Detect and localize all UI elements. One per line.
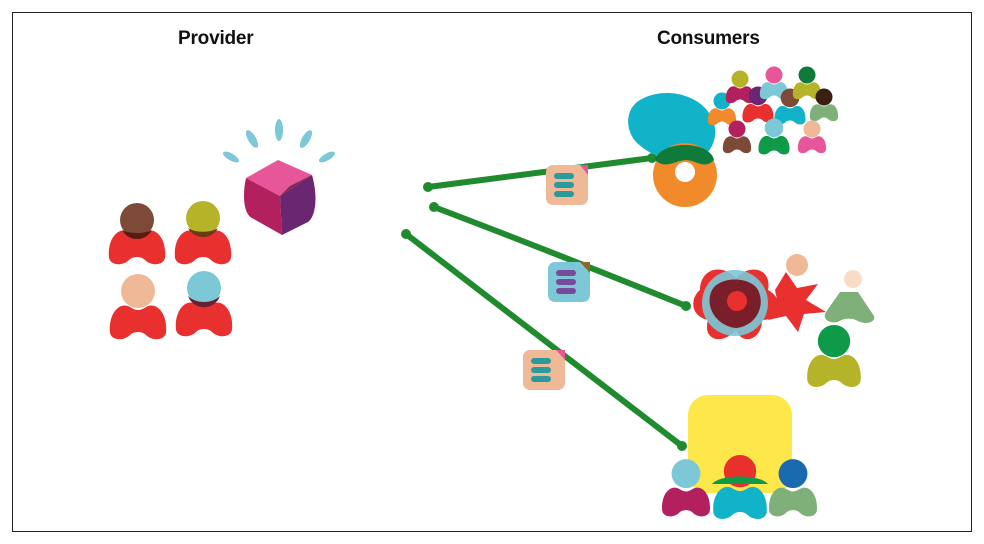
link-to-bottom-group bbox=[403, 231, 685, 449]
link-to-top-group bbox=[425, 155, 655, 190]
link-to-middle-group bbox=[431, 204, 689, 309]
person-icon bbox=[175, 271, 233, 337]
consumer-group-middle bbox=[693, 254, 875, 387]
consumers-heading: Consumers bbox=[657, 28, 760, 49]
provider-heading: Provider bbox=[178, 28, 254, 49]
message-card-icon bbox=[546, 165, 588, 205]
diagram-frame bbox=[12, 12, 972, 532]
person-icon bbox=[109, 274, 167, 340]
consumer-group-bottom bbox=[662, 395, 817, 519]
provider-people bbox=[108, 201, 233, 340]
message-card-icon bbox=[523, 350, 565, 390]
consumer-crowd bbox=[707, 66, 839, 155]
consumer-group-top bbox=[628, 66, 839, 207]
person-icon bbox=[108, 203, 166, 265]
message-card-icon bbox=[548, 262, 590, 302]
glowing-cube-icon bbox=[223, 119, 335, 235]
link-lines bbox=[403, 155, 689, 449]
person-icon bbox=[174, 201, 232, 265]
